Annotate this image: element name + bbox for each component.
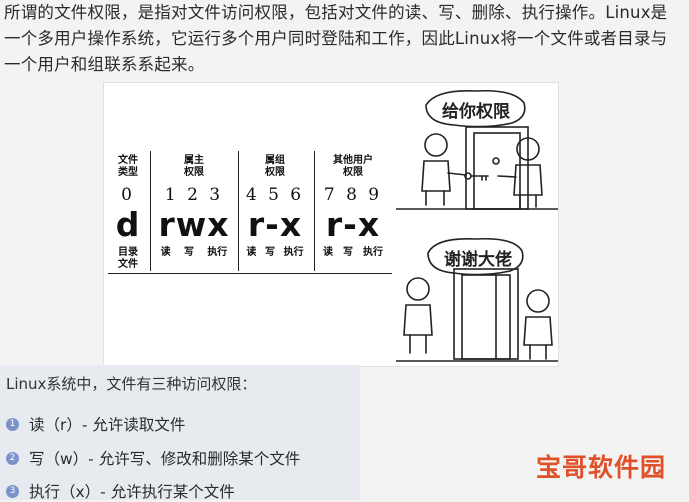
- door-key-illustration: [395, 89, 559, 362]
- perm-digits: 0: [121, 185, 135, 205]
- watermark-logo: 宝哥软件园: [536, 453, 667, 482]
- perm-symbol: r-x: [247, 205, 303, 244]
- perm-symbol: rwx: [158, 205, 230, 244]
- perm-subs: 目录 文件: [118, 247, 138, 270]
- perm-column-owner: 属主 权限 1 2 3 rwx 读 写 执行: [154, 149, 234, 275]
- list-item: 2 写（w）- 允许写、修改和删除某个文件: [6, 447, 300, 469]
- separator: [238, 151, 239, 271]
- number-badge: 1: [6, 417, 19, 431]
- perm-symbol: d: [115, 205, 141, 244]
- figure-baseline: [108, 273, 392, 274]
- cartoon-illustration: 给你权限 谢谢大佬: [395, 83, 559, 366]
- perm-subs: 读 写 执行: [323, 247, 383, 258]
- perm-column-others: 其他用户 权限 7 8 9 r-x 读 写 执行: [318, 149, 388, 275]
- perm-symbol: r-x: [325, 205, 381, 244]
- separator: [150, 151, 151, 271]
- bubble-bottom-text: 谢谢大佬: [444, 250, 512, 270]
- info-title: Linux系统中，文件有三种访问权限：: [6, 375, 257, 393]
- perm-digits: 1 2 3: [164, 185, 224, 205]
- perm-column-type: 文件 类型 0 d 目录 文件: [108, 149, 148, 275]
- list-item-text: 执行（x）- 允许执行某个文件: [29, 483, 235, 501]
- intro-line-2: 一个多用户操作系统，它运行多个用户同时登陆和工作，因此Linux将一个文件或者目…: [4, 29, 668, 48]
- bubble-top-text: 给你权限: [442, 102, 510, 122]
- permission-figure: 文件 类型 0 d 目录 文件 属主 权限 1 2 3 rwx 读 写 执行 属…: [103, 82, 559, 367]
- perm-column-group: 属组 权限 4 5 6 r-x 读 写 执行: [242, 149, 308, 275]
- list-item-text: 写（w）- 允许写、修改和删除某个文件: [29, 450, 301, 468]
- perm-header: 属组 权限: [265, 155, 285, 178]
- intro-line-3: 一个用户和组联系系起来。: [4, 55, 205, 74]
- number-badge: 2: [6, 451, 19, 465]
- list-item: 3 执行（x）- 允许执行某个文件: [6, 480, 235, 502]
- perm-header: 文件 类型: [118, 155, 138, 178]
- intro-paragraph: 所谓的文件权限，是指对文件访问权限，包括对文件的读、写、删除、执行操作。Linu…: [4, 0, 688, 78]
- intro-line-1: 所谓的文件权限，是指对文件访问权限，包括对文件的读、写、删除、执行操作。Linu…: [4, 3, 668, 22]
- separator: [314, 151, 315, 271]
- perm-header: 属主 权限: [184, 155, 204, 178]
- perm-subs: 读 写 执行: [246, 247, 304, 258]
- perm-digits: 7 8 9: [323, 185, 383, 205]
- perm-header: 其他用户 权限: [333, 155, 373, 178]
- number-badge: 3: [6, 484, 19, 498]
- perm-subs: 读 写 执行: [160, 247, 228, 258]
- list-item: 1 读（r）- 允许读取文件: [6, 413, 185, 435]
- list-item-text: 读（r）- 允许读取文件: [29, 416, 186, 434]
- perm-digits: 4 5 6: [245, 185, 305, 205]
- permission-info-box: Linux系统中，文件有三种访问权限： 1 读（r）- 允许读取文件 2 写（w…: [0, 365, 360, 502]
